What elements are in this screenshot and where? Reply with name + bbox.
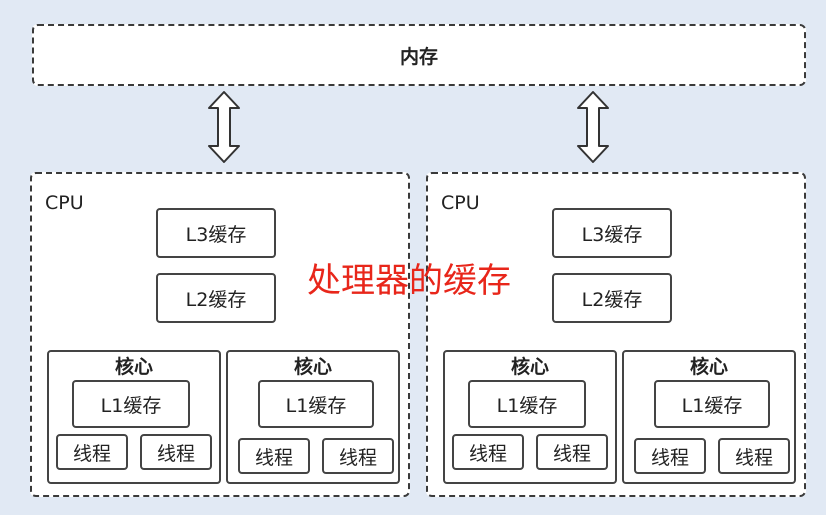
bidirectional-arrow-icon (577, 91, 609, 163)
l1-cache-box: L1缓存 (258, 380, 374, 428)
core-title: 核心 (510, 356, 549, 378)
memory-label: 内存 (399, 45, 438, 68)
l1-cache-box: L1缓存 (468, 380, 586, 428)
thread-box: 线程 (718, 438, 790, 474)
cpu-box: CPU L3缓存 L2缓存 核心 L1缓存 线程 线程 核心 L1缓存 线程 线… (426, 172, 806, 497)
thread-box: 线程 (536, 434, 608, 470)
thread-box: 线程 (140, 434, 212, 470)
thread-box: 线程 (56, 434, 128, 470)
core-title: 核心 (293, 356, 332, 378)
l1-cache-box: L1缓存 (654, 380, 770, 428)
thread-box: 线程 (634, 438, 706, 474)
l3-cache-box: L3缓存 (156, 208, 276, 258)
l3-cache-box: L3缓存 (552, 208, 672, 258)
core-box: 核心 L1缓存 线程 线程 (47, 350, 221, 484)
cpu-box: CPU L3缓存 L2缓存 核心 L1缓存 线程 线程 核心 L1缓存 线程 线… (30, 172, 410, 497)
thread-box: 线程 (322, 438, 394, 474)
thread-box: 线程 (452, 434, 524, 470)
diagram-title: 处理器的缓存 (307, 261, 511, 301)
l2-cache-box: L2缓存 (156, 273, 276, 323)
cpu-label: CPU (45, 192, 84, 214)
bidirectional-arrow-icon (208, 91, 240, 163)
thread-box: 线程 (238, 438, 310, 474)
core-title: 核心 (114, 356, 153, 378)
cpu-label: CPU (441, 192, 480, 214)
core-title: 核心 (689, 356, 728, 378)
core-box: 核心 L1缓存 线程 线程 (226, 350, 400, 484)
memory-box: 内存 (32, 24, 806, 86)
l1-cache-box: L1缓存 (72, 380, 190, 428)
core-box: 核心 L1缓存 线程 线程 (622, 350, 796, 484)
core-box: 核心 L1缓存 线程 线程 (443, 350, 617, 484)
l2-cache-box: L2缓存 (552, 273, 672, 323)
